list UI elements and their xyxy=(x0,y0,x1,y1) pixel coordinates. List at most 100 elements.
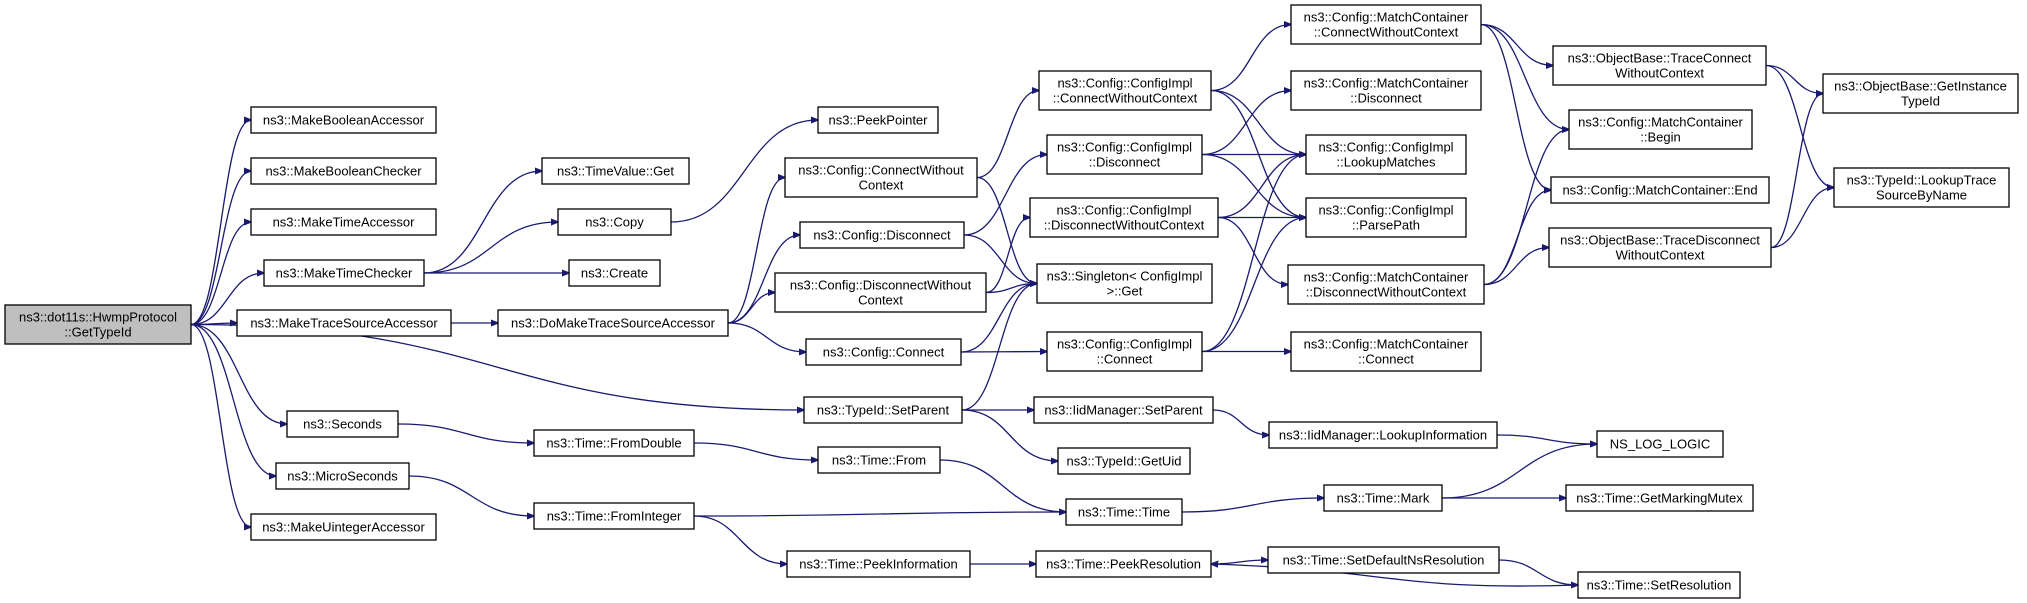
node-box xyxy=(250,208,437,236)
node-box xyxy=(1550,176,1770,204)
graph-edge-mkTimeChk-copy xyxy=(423,222,558,274)
graph-node-micro[interactable]: ns3::MicroSeconds xyxy=(275,462,410,490)
graph-node-cfgDiscWO[interactable]: ns3::Config::DisconnectWithoutContext xyxy=(774,272,987,313)
graph-node-peekPtr[interactable]: ns3::PeekPointer xyxy=(817,106,939,134)
edge-arrow xyxy=(1480,23,1551,191)
graph-node-ciLookup[interactable]: ns3::Config::ConfigImpl::LookupMatches xyxy=(1305,134,1467,175)
node-box xyxy=(1833,167,2010,208)
graph-edge-setParent-singleton xyxy=(961,284,1037,411)
graph-node-ciConnWO[interactable]: ns3::Config::ConfigImpl::ConnectWithoutC… xyxy=(1038,70,1212,111)
node-box xyxy=(1287,264,1485,305)
node-label: ns3::Create xyxy=(581,266,648,281)
node-label: ns3::Config::Connect xyxy=(823,345,945,360)
node-box xyxy=(784,157,978,198)
node-box xyxy=(250,513,437,541)
graph-node-create[interactable]: ns3::Create xyxy=(568,259,661,287)
graph-node-mkBoolChk[interactable]: ns3::MakeBooleanChecker xyxy=(250,157,437,185)
node-box xyxy=(1036,263,1213,304)
graph-node-singleton[interactable]: ns3::Singleton< ConfigImpl>::Get xyxy=(1036,263,1213,304)
node-label: ns3::Time::Time xyxy=(1078,505,1170,520)
edge-arrow xyxy=(727,322,806,352)
graph-node-setDefNs[interactable]: ns3::Time::SetDefaultNsResolution xyxy=(1267,546,1500,574)
graph-node-mark[interactable]: ns3::Time::Mark xyxy=(1323,484,1443,512)
graph-node-iidLookup[interactable]: ns3::IidManager::LookupInformation xyxy=(1268,421,1498,449)
graph-node-mcConn[interactable]: ns3::Config::MatchContainer::Connect xyxy=(1290,331,1482,372)
graph-node-getUid[interactable]: ns3::TypeId::GetUid xyxy=(1057,447,1191,475)
node-box xyxy=(774,272,987,313)
node-box xyxy=(1065,498,1183,526)
edge-arrow xyxy=(190,222,251,326)
graph-node-tvGet[interactable]: ns3::TimeValue::Get xyxy=(541,157,690,185)
node-box xyxy=(286,410,399,438)
graph-node-mcConnWO[interactable]: ns3::Config::MatchContainer::ConnectWith… xyxy=(1290,4,1482,45)
node-label: ns3::ObjectBase::TraceDisconnect xyxy=(1560,233,1760,248)
node-label: ns3::Config::MatchContainer::End xyxy=(1562,183,1757,198)
graph-node-setParent[interactable]: ns3::TypeId::SetParent xyxy=(803,396,963,424)
node-box xyxy=(1305,134,1467,175)
graph-edge-doMake-cfgConn xyxy=(727,322,806,352)
graph-node-ciParse[interactable]: ns3::Config::ConfigImpl::ParsePath xyxy=(1305,197,1467,238)
graph-node-mkTimeChk[interactable]: ns3::MakeTimeChecker xyxy=(263,259,425,287)
edge-arrow xyxy=(1210,25,1291,92)
graph-node-getMarkMutex[interactable]: ns3::Time::GetMarkingMutex xyxy=(1565,484,1754,512)
graph-node-obTcWO[interactable]: ns3::ObjectBase::TraceConnectWithoutCont… xyxy=(1552,45,1767,86)
graph-node-cfgConn[interactable]: ns3::Config::Connect xyxy=(805,338,962,366)
node-label: ns3::TypeId::GetUid xyxy=(1067,454,1182,469)
graph-edge-mcDiscWO-mcEnd xyxy=(1483,190,1551,286)
graph-edge-cfgDisc-ciDisc xyxy=(963,155,1047,236)
graph-node-mkBoolAcc[interactable]: ns3::MakeBooleanAccessor xyxy=(250,106,437,134)
node-box xyxy=(1548,227,1772,268)
graph-node-tFrom[interactable]: ns3::Time::From xyxy=(817,446,941,474)
graph-node-mcEnd[interactable]: ns3::Config::MatchContainer::End xyxy=(1550,176,1770,204)
node-box xyxy=(250,157,437,185)
edge-arrow xyxy=(397,423,534,443)
graph-node-cfgDisc[interactable]: ns3::Config::Disconnect xyxy=(799,221,965,249)
graph-edge-setParent-getUid xyxy=(961,409,1058,461)
graph-node-ciDiscWO[interactable]: ns3::Config::ConfigImpl::DisconnectWitho… xyxy=(1029,197,1219,238)
graph-node-cfgConnWO[interactable]: ns3::Config::ConnectWithoutContext xyxy=(784,157,978,198)
graph-node-doMake[interactable]: ns3::DoMakeTraceSourceAccessor xyxy=(497,309,729,337)
graph-node-ciConn[interactable]: ns3::Config::ConfigImpl::Connect xyxy=(1046,331,1203,372)
node-label: ns3::Config::MatchContainer xyxy=(1304,76,1469,91)
graph-node-root[interactable]: ns3::dot11s::HwmpProtocol::GetTypeId xyxy=(4,304,192,345)
graph-node-copy[interactable]: ns3::Copy xyxy=(557,208,672,236)
node-label: WithoutContext xyxy=(1615,66,1704,81)
graph-node-tTime[interactable]: ns3::Time::Time xyxy=(1065,498,1183,526)
edge-arrow xyxy=(963,155,1047,236)
node-box xyxy=(263,259,425,287)
node-label: ns3::Config::ConfigImpl xyxy=(1057,140,1192,155)
node-label: ::ConnectWithoutContext xyxy=(1314,25,1459,40)
node-label: ::Disconnect xyxy=(1350,91,1422,106)
graph-node-fromInt[interactable]: ns3::Time::FromInteger xyxy=(533,502,695,530)
node-label: ns3::dot11s::HwmpProtocol xyxy=(19,310,177,325)
graph-edge-obTcWO-obGetInst xyxy=(1765,64,1823,94)
graph-edge-root-micro xyxy=(190,323,276,477)
node-label: ns3::Time::PeekInformation xyxy=(799,557,957,572)
graph-node-mkTraceSrc[interactable]: ns3::MakeTraceSourceAccessor xyxy=(236,309,452,337)
graph-node-mkTimeAcc[interactable]: ns3::MakeTimeAccessor xyxy=(250,208,437,236)
graph-node-mcDiscWO[interactable]: ns3::Config::MatchContainer::DisconnectW… xyxy=(1287,264,1485,305)
node-label: ns3::Time::Mark xyxy=(1337,491,1430,506)
graph-edge-ciDisc-mcDisc xyxy=(1201,91,1291,156)
graph-node-obTdWO[interactable]: ns3::ObjectBase::TraceDisconnectWithoutC… xyxy=(1548,227,1772,268)
edge-arrow xyxy=(1483,248,1549,286)
graph-node-mkUint[interactable]: ns3::MakeUintegerAccessor xyxy=(250,513,437,541)
node-label: ns3::Config::MatchContainer xyxy=(1304,270,1469,285)
node-label: ns3::TimeValue::Get xyxy=(557,164,674,179)
edge-arrow xyxy=(985,218,1030,294)
graph-node-peekInfo[interactable]: ns3::Time::PeekInformation xyxy=(786,550,971,578)
edge-arrow xyxy=(1212,409,1269,435)
graph-node-ciDisc[interactable]: ns3::Config::ConfigImpl::Disconnect xyxy=(1046,134,1203,175)
node-label: ns3::Singleton< ConfigImpl xyxy=(1047,269,1203,284)
graph-node-seconds[interactable]: ns3::Seconds xyxy=(286,410,399,438)
graph-node-iidSetParent[interactable]: ns3::IidManager::SetParent xyxy=(1033,396,1214,424)
graph-node-nsLog[interactable]: NS_LOG_LOGIC xyxy=(1596,430,1724,458)
graph-node-setRes[interactable]: ns3::Time::SetResolution xyxy=(1577,571,1741,599)
graph-edge-mcConnWO-mcEnd xyxy=(1480,23,1551,191)
graph-node-mcDisc[interactable]: ns3::Config::MatchContainer::Disconnect xyxy=(1290,70,1482,111)
graph-node-mcBegin[interactable]: ns3::Config::MatchContainer::Begin xyxy=(1568,109,1753,150)
graph-node-fromDouble[interactable]: ns3::Time::FromDouble xyxy=(533,429,695,457)
graph-node-peekRes[interactable]: ns3::Time::PeekResolution xyxy=(1035,550,1212,578)
